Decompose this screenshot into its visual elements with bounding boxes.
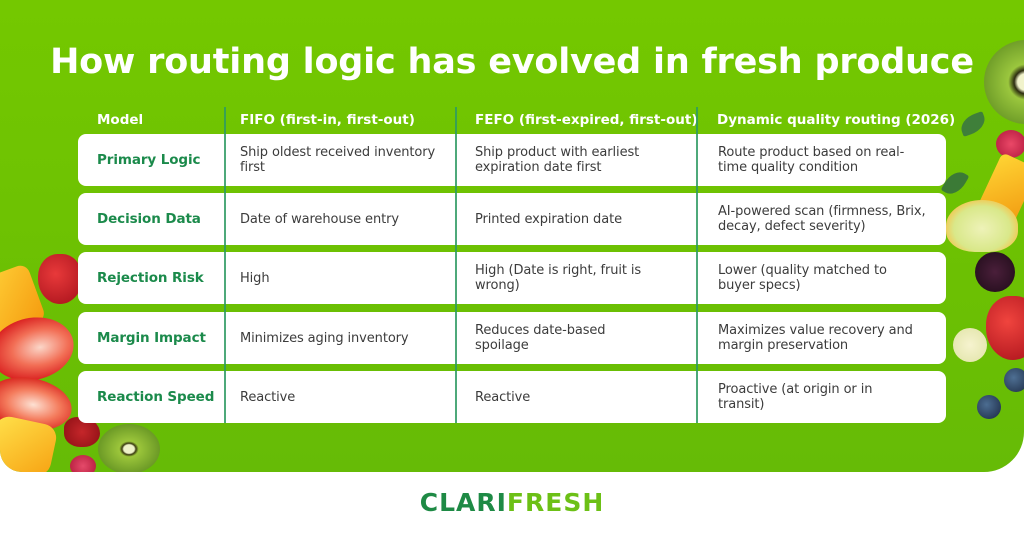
clarifresh-logo: CLARIFRESH bbox=[0, 488, 1024, 517]
logo-part-fresh: FRESH bbox=[506, 488, 605, 517]
fifo-cell: Date of warehouse entry bbox=[240, 211, 399, 227]
column-header-fifo: FIFO (first-in, first-out) bbox=[240, 112, 415, 128]
fifo-cell: High bbox=[240, 270, 270, 286]
blueberry-icon bbox=[1004, 368, 1024, 392]
row-label: Margin Impact bbox=[97, 329, 206, 346]
dynamic-cell: Lower (quality matched to buyer specs) bbox=[718, 263, 887, 293]
blueberry-icon bbox=[977, 395, 1001, 419]
raspberry-icon bbox=[70, 455, 96, 472]
fefo-cell: Reactive bbox=[475, 389, 531, 405]
fefo-cell: Ship product with earliest expiration da… bbox=[475, 145, 640, 175]
column-divider bbox=[455, 107, 457, 423]
dynamic-cell: Proactive (at origin or in transit) bbox=[718, 382, 873, 412]
lime-slice-icon bbox=[946, 200, 1018, 252]
table-row: Rejection Risk High High (Date is right,… bbox=[78, 252, 946, 304]
kiwi-half-icon bbox=[98, 424, 160, 472]
table-row: Reaction Speed Reactive Reactive Proacti… bbox=[78, 371, 946, 423]
table-row: Decision Data Date of warehouse entry Pr… bbox=[78, 193, 946, 245]
column-header-fefo: FEFO (first-expired, first-out) bbox=[475, 112, 698, 128]
strawberry-icon bbox=[986, 296, 1024, 360]
green-banner: How routing logic has evolved in fresh p… bbox=[0, 0, 1024, 472]
strawberry-icon bbox=[38, 254, 82, 304]
fifo-cell: Minimizes aging inventory bbox=[240, 330, 409, 346]
fefo-cell: Printed expiration date bbox=[475, 211, 622, 227]
mint-leaf-icon bbox=[957, 111, 989, 137]
dynamic-cell: Route product based on real-time quality… bbox=[718, 145, 905, 175]
table-row: Margin Impact Minimizes aging inventory … bbox=[78, 312, 946, 364]
banana-slice-icon bbox=[953, 328, 987, 362]
dynamic-cell: AI-powered scan (firmness, Brix, decay, … bbox=[718, 204, 926, 234]
fefo-cell: Reduces date-based spoilage bbox=[475, 323, 606, 353]
column-header-dynamic: Dynamic quality routing (2026) bbox=[717, 112, 956, 128]
column-divider bbox=[224, 107, 226, 423]
table-row: Primary Logic Ship oldest received inven… bbox=[78, 134, 946, 186]
dynamic-cell: Maximizes value recovery and margin pres… bbox=[718, 323, 913, 353]
row-label: Decision Data bbox=[97, 210, 201, 227]
fifo-cell: Ship oldest received inventory first bbox=[240, 145, 436, 175]
row-label: Rejection Risk bbox=[97, 269, 204, 286]
fifo-cell: Reactive bbox=[240, 389, 296, 405]
blackberry-icon bbox=[975, 252, 1015, 292]
page-title: How routing logic has evolved in fresh p… bbox=[50, 42, 974, 82]
logo-part-clari: CLARI bbox=[419, 488, 507, 517]
raspberry-icon bbox=[996, 130, 1024, 158]
row-label: Reaction Speed bbox=[97, 388, 215, 405]
fefo-cell: High (Date is right, fruit is wrong) bbox=[475, 263, 642, 293]
column-header-model: Model bbox=[97, 112, 144, 128]
column-divider bbox=[696, 107, 698, 423]
row-label: Primary Logic bbox=[97, 151, 201, 168]
